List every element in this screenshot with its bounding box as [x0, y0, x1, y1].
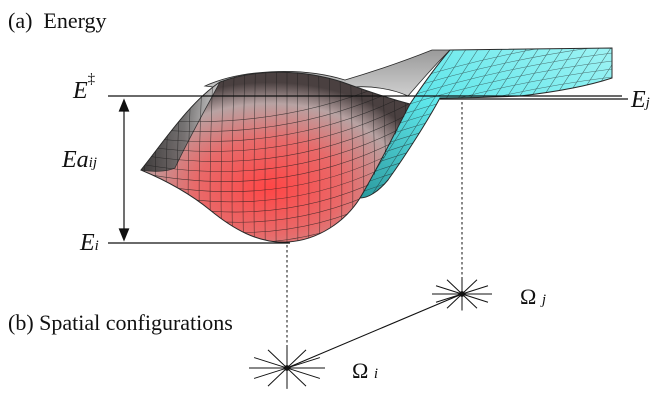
config-i-sub: i	[374, 366, 378, 382]
config-i-label: Ω i	[352, 360, 378, 382]
energy-j-label: Ej	[631, 88, 650, 112]
mesh-line	[340, 180, 620, 248]
config-j-label: Ω j	[520, 286, 546, 308]
mesh-line	[130, 238, 420, 294]
mesh-line	[413, 60, 419, 260]
panel-a-marker: (a)	[8, 8, 32, 33]
config-j-sub: j	[542, 292, 546, 308]
configuration-star-j	[432, 278, 492, 311]
activation-energy-arrow	[120, 100, 129, 240]
energy-j-symbol: E	[631, 87, 646, 113]
mesh-line	[614, 40, 663, 210]
config-j-symbol: Ω	[520, 284, 536, 309]
configuration-star-i	[249, 347, 325, 389]
energy-j-sub: j	[646, 95, 650, 111]
mesh-line	[133, 60, 140, 260]
transition-energy-sup: ‡	[88, 71, 96, 87]
panel-b-marker: (b)	[8, 310, 34, 335]
panel-b-label: (b) Spatial configurations	[8, 312, 233, 334]
activation-energy-sub: ij	[89, 155, 97, 171]
transition-energy-symbol: E	[73, 78, 88, 104]
mesh-line	[340, 196, 620, 264]
configuration-link	[287, 294, 462, 368]
energy-i-label: Ei	[80, 231, 99, 255]
mesh-line	[340, 188, 620, 256]
mesh-line	[130, 248, 420, 305]
energy-i-symbol: E	[80, 230, 95, 256]
energy-i-sub: i	[95, 238, 99, 254]
activation-energy-symbol: Ea	[62, 147, 89, 173]
config-i-symbol: Ω	[352, 358, 368, 383]
activation-energy-label: Eaij	[62, 148, 97, 172]
star-center	[285, 366, 290, 371]
panel-b-title: Spatial configurations	[39, 310, 233, 335]
panel-a-label: (a) Energy	[8, 10, 107, 32]
star-center	[460, 292, 465, 297]
transition-energy-label: E‡	[73, 78, 95, 103]
panel-a-title: Energy	[43, 8, 106, 33]
